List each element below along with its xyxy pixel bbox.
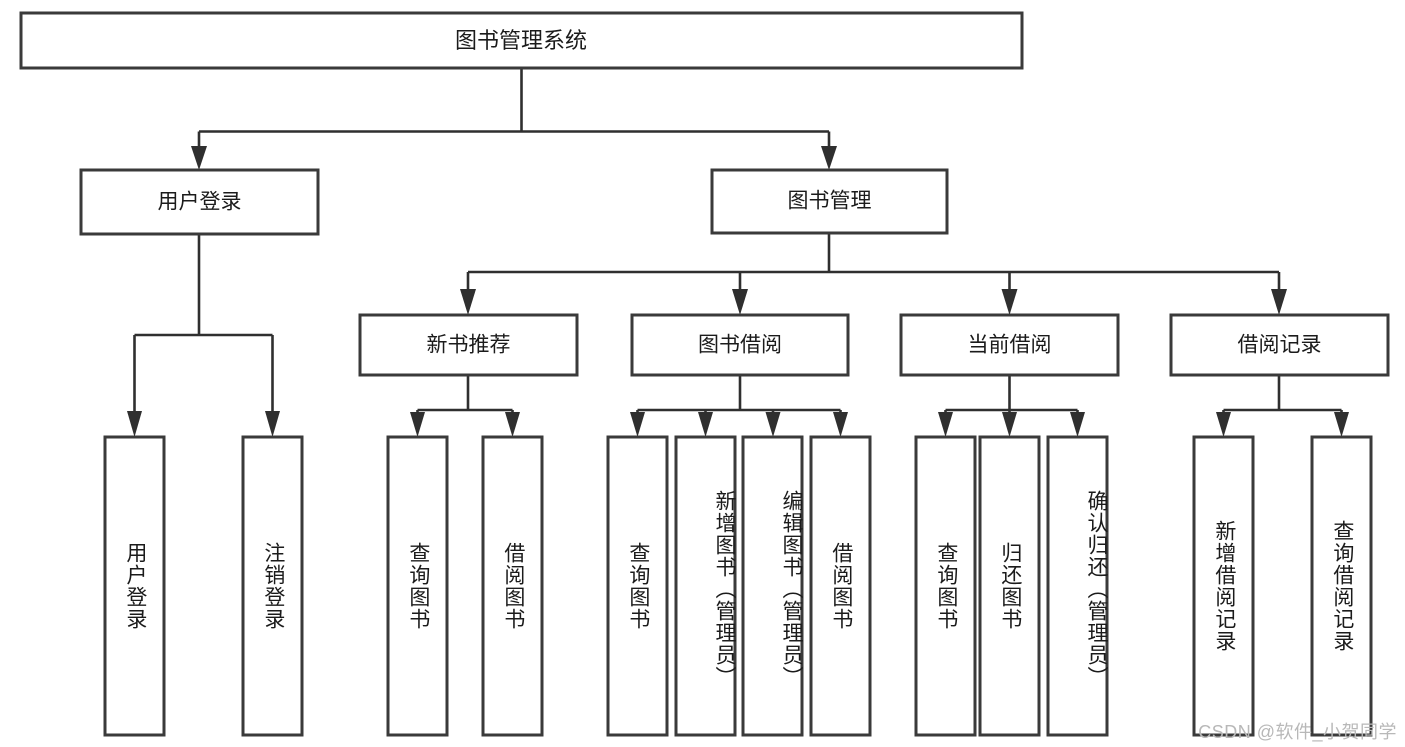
node-root-box[interactable] <box>19 11 1024 70</box>
connector-group-borrow-record <box>1216 375 1349 437</box>
connector-group-book-borrow <box>630 375 848 437</box>
node-book-borrow-label: 图书借阅 <box>698 334 782 357</box>
leaf-box-book-borrow-1[interactable] <box>674 435 737 737</box>
node-book-borrow[interactable]: 图书借阅 <box>630 313 850 377</box>
leaf-box-borrow-record-0[interactable] <box>1192 435 1255 737</box>
node-book-borrow-box[interactable] <box>630 313 850 377</box>
node-book-mgmt-box[interactable] <box>710 168 949 235</box>
leaf-box-new-book-1[interactable] <box>481 435 544 737</box>
arrow-current-borrow-leaf3 <box>1070 412 1085 437</box>
arrow-book-mgmt-to-new-book <box>460 289 476 315</box>
node-current-borrow-box[interactable] <box>899 313 1120 377</box>
csdn-watermark: CSDN @软件_小贺同学 <box>1198 722 1397 742</box>
arrow-root-to-user-login <box>191 146 207 170</box>
leaf-box-borrow-record-1[interactable] <box>1310 435 1373 737</box>
node-new-book-recommend-box[interactable] <box>358 313 579 377</box>
arrow-root-to-book-mgmt <box>821 146 837 170</box>
node-borrow-record-label: 借阅记录 <box>1238 334 1322 357</box>
leaf-box-user-login-0[interactable] <box>103 435 166 737</box>
leaf-box-book-borrow-3[interactable] <box>809 435 872 737</box>
arrow-new-book-leaf1 <box>410 412 425 437</box>
leaf-box-current-borrow-1[interactable] <box>978 435 1041 737</box>
arrow-book-mgmt-to-borrow-record <box>1271 289 1287 315</box>
arrow-book-mgmt-to-book-borrow <box>732 289 748 315</box>
leaf-group-borrow-record <box>1192 435 1373 737</box>
leaf-box-book-borrow-0[interactable] <box>606 435 669 737</box>
node-borrow-record[interactable]: 借阅记录 <box>1169 313 1390 377</box>
leaf-group-current-borrow <box>914 435 1109 737</box>
arrow-user-login-leaf1 <box>127 411 142 437</box>
arrow-book-borrow-leaf2 <box>698 412 713 437</box>
arrow-book-mgmt-to-current-borrow <box>1001 289 1018 315</box>
node-user-login[interactable]: 用户登录 <box>79 168 320 236</box>
arrow-user-login-leaf2 <box>265 411 280 437</box>
node-book-mgmt-label: 图书管理 <box>788 190 872 213</box>
leaf-box-current-borrow-0[interactable] <box>914 435 977 737</box>
leaf-box-user-login-1[interactable] <box>241 435 304 737</box>
node-book-mgmt[interactable]: 图书管理 <box>710 168 949 235</box>
connector-group-user-login <box>127 234 280 437</box>
node-current-borrow[interactable]: 当前借阅 <box>899 313 1120 377</box>
leaf-box-new-book-0[interactable] <box>386 435 449 737</box>
node-root[interactable]: 图书管理系统 <box>19 11 1024 70</box>
arrow-current-borrow-leaf2 <box>1002 412 1017 437</box>
node-user-login-box[interactable] <box>79 168 320 236</box>
connector-group-new-book <box>410 375 520 437</box>
node-new-book-recommend-label: 新书推荐 <box>427 334 511 357</box>
leaf-group-book-borrow <box>606 435 872 737</box>
arrow-borrow-record-leaf1 <box>1216 412 1231 437</box>
arrow-borrow-record-leaf2 <box>1334 412 1349 437</box>
arrow-book-borrow-leaf1 <box>630 412 645 437</box>
node-current-borrow-label: 当前借阅 <box>968 334 1052 357</box>
arrow-current-borrow-leaf1 <box>938 412 953 437</box>
leaf-box-book-borrow-2[interactable] <box>741 435 804 737</box>
leaf-box-current-borrow-2[interactable] <box>1046 435 1109 737</box>
node-user-login-label: 用户登录 <box>158 191 242 214</box>
leaf-group-new-book-recommend <box>386 435 544 737</box>
node-root-label: 图书管理系统 <box>455 28 587 53</box>
connector-group-current-borrow <box>938 375 1085 437</box>
node-new-book-recommend[interactable]: 新书推荐 <box>358 313 579 377</box>
arrow-book-borrow-leaf4 <box>833 412 848 437</box>
node-borrow-record-box[interactable] <box>1169 313 1390 377</box>
arrow-new-book-leaf2 <box>505 412 520 437</box>
arrow-book-borrow-leaf3 <box>765 412 781 437</box>
connector-group-book-mgmt <box>460 233 1287 315</box>
leaf-group-user-login <box>103 435 304 737</box>
connector-group-root <box>191 68 837 170</box>
